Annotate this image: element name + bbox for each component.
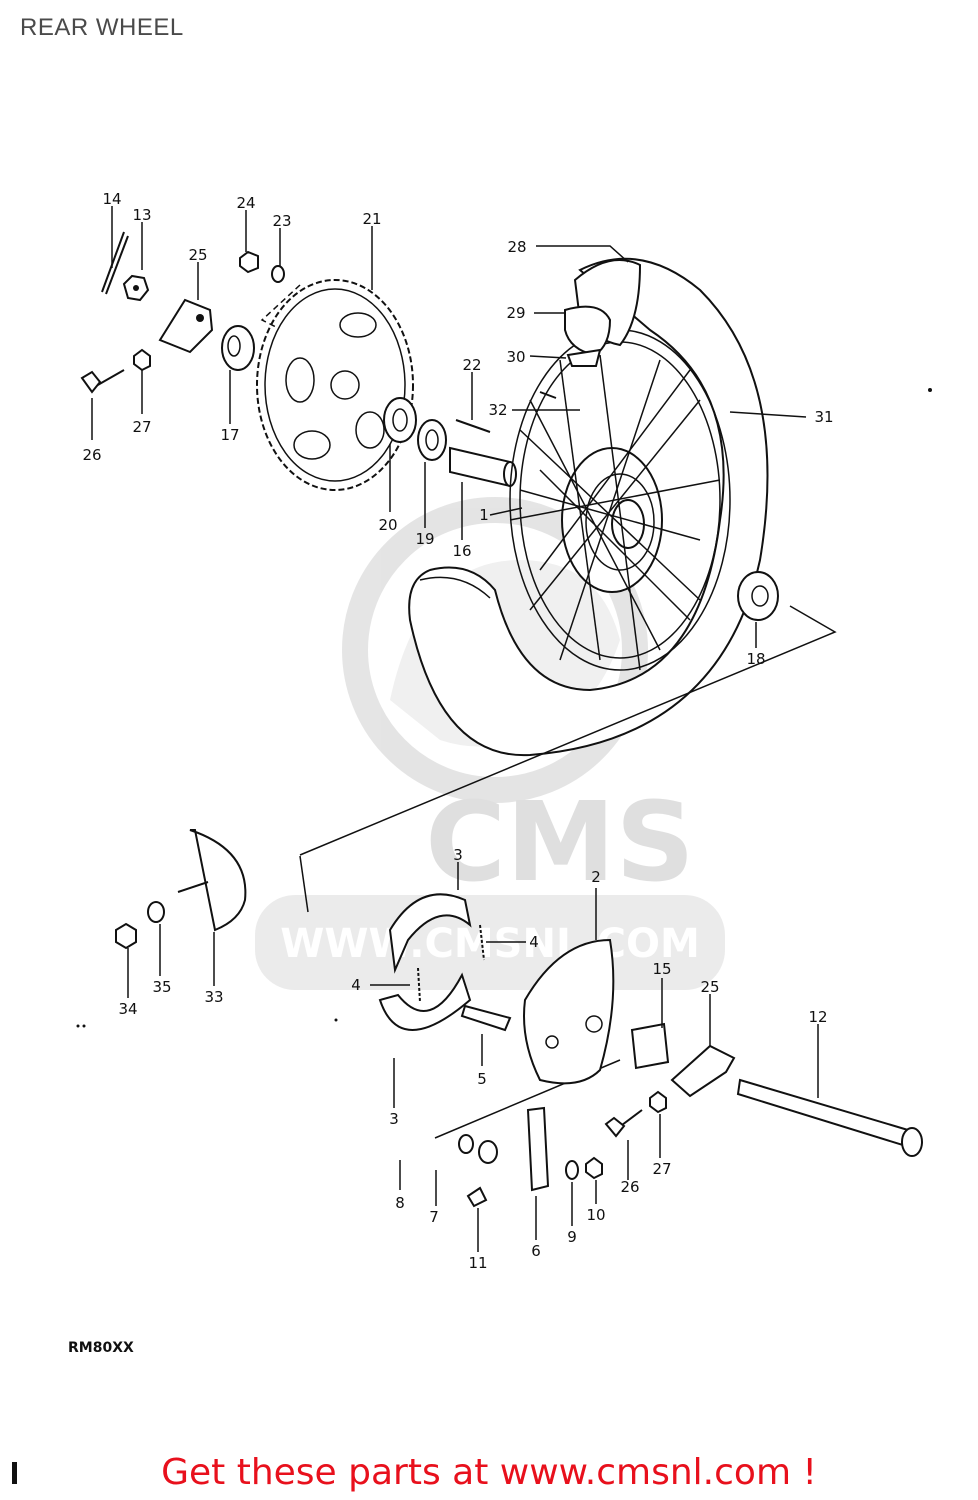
callout-label: 7	[429, 1208, 439, 1226]
callout-label: 9	[567, 1228, 577, 1246]
callout-label: 11	[468, 1254, 487, 1272]
cam-seal-part	[478, 1140, 498, 1164]
cotter-pin-part	[101, 231, 129, 295]
callout-label: 28	[507, 238, 526, 256]
callout-label: 27	[652, 1160, 671, 1178]
callout-label: 23	[272, 212, 291, 230]
callout-label: 19	[415, 530, 434, 548]
watermark-brand: CMS	[425, 778, 694, 906]
callout-label: 26	[82, 446, 101, 464]
callout-label: 34	[118, 1000, 137, 1018]
callout-label: 1	[479, 506, 489, 524]
adjuster-nut-part	[133, 348, 151, 372]
sprocket-nut-part	[239, 250, 259, 274]
brake-shoe-upper-part	[388, 893, 472, 974]
footer-cta-link[interactable]: Get these parts at www.cmsnl.com !	[161, 1452, 817, 1493]
adjuster-bolt-lower-part	[604, 1109, 643, 1138]
callout-label: 4	[351, 976, 361, 994]
rear-axle-part	[736, 1078, 923, 1157]
chain-adjuster-part	[158, 298, 214, 354]
tire-part	[408, 257, 769, 757]
page-title: REAR WHEEL	[20, 14, 184, 41]
callout-label: 31	[814, 408, 833, 426]
cam-washer-part	[458, 1134, 474, 1154]
leader-lines	[91, 206, 819, 1252]
chain-adjuster-lower-part	[670, 1044, 736, 1098]
brake-spring-upper-part	[479, 924, 485, 961]
brake-cover-part	[177, 829, 247, 932]
wheel-bearing-center-part	[417, 419, 447, 461]
rear-sprocket-part	[256, 279, 414, 491]
brake-cam-lever-part	[526, 1106, 550, 1192]
callout-label: 8	[395, 1194, 405, 1212]
callout-labels: 14 13 24 23 21 25 26 27 17 20 19 16 22 3…	[82, 190, 833, 1272]
callout-label: 21	[362, 210, 381, 228]
callout-label: 10	[586, 1206, 605, 1224]
rim-band-part	[564, 305, 612, 357]
callout-label: 22	[462, 356, 481, 374]
callout-label: 5	[477, 1070, 487, 1088]
brake-cam-part	[460, 1004, 512, 1032]
lever-nut-part	[585, 1156, 603, 1180]
stray-marks	[76, 388, 932, 1028]
callout-label: 32	[488, 401, 507, 419]
callout-label: 29	[506, 304, 525, 322]
callout-label: 3	[389, 1110, 399, 1128]
brake-spring-lower-part	[417, 967, 421, 1003]
callout-label: 4	[529, 933, 539, 951]
lock-washer-part	[271, 265, 285, 283]
sprocket-spacer-part	[221, 325, 255, 371]
callout-label: 17	[220, 426, 239, 444]
brake-shoe-lower-part	[378, 972, 472, 1031]
watermark-url: WWW.CMSNL.COM	[280, 921, 700, 967]
brake-panel-part	[523, 938, 615, 1085]
cover-nut-part	[115, 922, 137, 950]
callout-label: 27	[132, 418, 151, 436]
callout-label: 30	[506, 348, 525, 366]
model-code: RM80XX	[68, 1340, 134, 1356]
callout-label: 25	[700, 978, 719, 996]
callout-label: 14	[102, 190, 121, 208]
wheel-bearing-right-part	[737, 571, 779, 621]
wheel-bearing-left-part	[383, 397, 417, 443]
adjuster-nut-lower-part	[649, 1090, 667, 1114]
callout-label: 33	[204, 988, 223, 1006]
callout-label: 20	[378, 516, 397, 534]
rim-lock-part	[566, 348, 602, 367]
callout-label: 13	[132, 206, 151, 224]
castle-nut-part	[122, 274, 150, 302]
drive-pin-part	[455, 419, 491, 433]
callout-label: 3	[453, 846, 463, 864]
spoke-nipple-part	[539, 391, 557, 399]
callout-label: 2	[591, 868, 601, 886]
callout-label: 24	[236, 194, 255, 212]
callout-label: 15	[652, 960, 671, 978]
callout-label: 18	[746, 650, 765, 668]
callout-label: 35	[152, 978, 171, 996]
callout-label: 6	[531, 1242, 541, 1260]
lever-washer-part	[565, 1160, 579, 1180]
adjuster-bolt-part	[80, 369, 125, 394]
callout-label: 12	[808, 1008, 827, 1026]
lever-bolt-part	[466, 1186, 488, 1208]
footer-mark	[12, 1462, 17, 1484]
callout-label: 25	[188, 246, 207, 264]
hub-spacer-part	[449, 446, 517, 488]
cover-washer-part	[147, 901, 165, 923]
callout-label: 26	[620, 1178, 639, 1196]
callout-label: 16	[452, 542, 471, 560]
axle-spacer-part	[630, 1022, 670, 1070]
